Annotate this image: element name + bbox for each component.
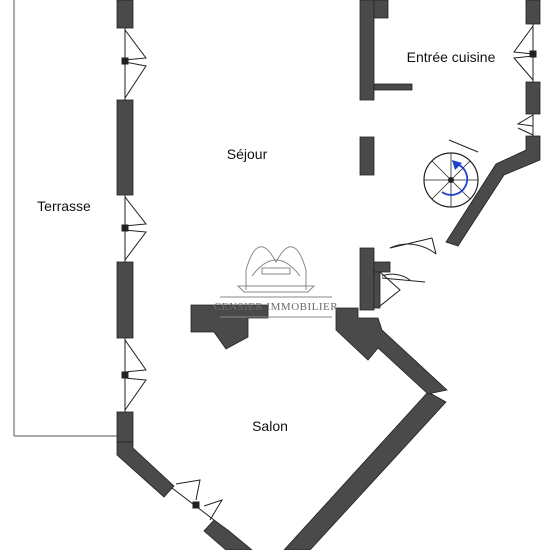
windows: [121, 24, 537, 521]
wall-right-diagonal: [283, 391, 447, 550]
wall-door-post: [373, 271, 381, 309]
stair-arrow: [441, 163, 469, 196]
wall-left-1: [116, 0, 134, 29]
entrance-door: [379, 237, 437, 307]
wall-center-low: [359, 247, 375, 311]
terrasse-outline: [13, 0, 118, 437]
spiral-staircase: [423, 139, 479, 208]
window-left-1: [121, 28, 147, 100]
window-right-1: [512, 24, 537, 82]
room-label-sejour: Séjour: [226, 146, 268, 162]
wall-bottom-left-diagonal: [116, 441, 175, 498]
wall-left-3: [116, 261, 134, 339]
wall-bottom-center: [203, 519, 253, 550]
wall-door-jamb: [373, 261, 391, 273]
wall-center-top: [359, 0, 375, 101]
wall-salon-top-right: [335, 307, 448, 395]
wall-left-4: [116, 411, 134, 443]
wall-kitchen-ledge: [373, 83, 413, 91]
window-bottom: [171, 479, 224, 521]
room-label-entree-cuisine: Entrée cuisine: [406, 49, 496, 65]
watermark-logo: [220, 246, 332, 318]
watermark-text: CENSIER IMMOBILIER: [213, 301, 339, 313]
window-left-2: [121, 195, 147, 262]
room-label-terrasse: Terrasse: [37, 198, 91, 214]
wall-right-1: [525, 0, 541, 25]
window-right-2: [516, 114, 534, 136]
wall-right-3: [445, 135, 541, 247]
walls: [116, 0, 541, 550]
window-left-3: [121, 338, 147, 412]
wall-right-2: [525, 81, 541, 115]
wall-left-2: [116, 99, 134, 196]
room-label-salon: Salon: [252, 418, 288, 434]
wall-salon-top-left: [190, 304, 269, 350]
wall-kitchen-stub-top: [373, 0, 389, 19]
wall-center-mid: [359, 136, 375, 176]
